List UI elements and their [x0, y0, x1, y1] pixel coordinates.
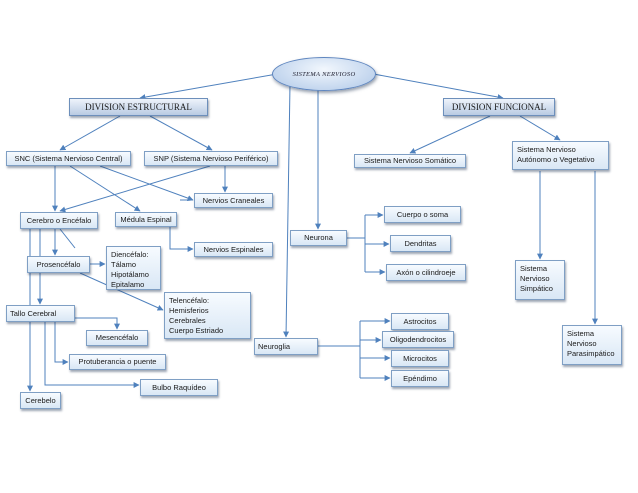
- somatico-label: Sistema Nervioso Somático: [363, 156, 457, 165]
- simpatico-label: Sistema Nervioso Simpático: [520, 264, 553, 293]
- root-label: SISTEMA NERVIOSO: [292, 70, 356, 78]
- node-diencefalo[interactable]: Diencéfalo: Tálamo Hipotálamo Epitalamo: [106, 246, 161, 290]
- cerebelo-label: Cerebelo: [25, 395, 56, 405]
- protuberancia-label: Protuberancia o puente: [78, 357, 157, 366]
- medula-label: Médula Espinal: [120, 214, 172, 224]
- node-parasimpatico[interactable]: Sistema Nervioso Parasimpático: [562, 325, 622, 365]
- astrocitos-label: Astrocitos: [403, 316, 437, 326]
- snp-label: SNP (Sistema Nervioso Periférico): [153, 153, 269, 163]
- node-medula[interactable]: Médula Espinal: [115, 212, 177, 227]
- connector-line: [59, 228, 76, 249]
- connector-line: [54, 322, 69, 365]
- mesencefalo-label: Mesencéfalo: [95, 333, 139, 342]
- node-cerebro[interactable]: Cerebro o Encéfalo: [20, 212, 98, 229]
- connector-line: [59, 115, 121, 151]
- node-astrocitos[interactable]: Astrocitos: [391, 313, 449, 330]
- node-tallo-cerebral[interactable]: Tallo Cerebral: [6, 305, 75, 322]
- bulbo-label: Bulbo Raquídeo: [152, 382, 206, 392]
- connector-line: [149, 115, 213, 151]
- node-neuroglia[interactable]: Neuroglia: [254, 338, 318, 355]
- node-microcitos[interactable]: Microcitos: [391, 350, 449, 367]
- node-snc[interactable]: SNC (Sistema Nervioso Central): [6, 151, 131, 166]
- node-prosencefalo[interactable]: Prosencéfalo: [27, 256, 90, 273]
- dendritas-label: Dendritas: [404, 238, 437, 248]
- node-axon[interactable]: Axón o cilindroeje: [386, 264, 466, 281]
- node-snp[interactable]: SNP (Sistema Nervioso Periférico): [144, 151, 278, 166]
- connector-line: [99, 165, 194, 201]
- ependimo-label: Epéndimo: [403, 373, 437, 383]
- craneales-label: Nervios Craneales: [202, 195, 265, 205]
- node-cerebelo[interactable]: Cerebelo: [20, 392, 61, 409]
- tallo-label: Tallo Cerebral: [10, 308, 57, 318]
- oligodendrocitos-label: Oligodendrocitos: [389, 334, 447, 344]
- connector-line: [283, 83, 291, 338]
- snc-label: SNC (Sistema Nervioso Central): [14, 153, 123, 163]
- node-bulbo[interactable]: Bulbo Raquídeo: [140, 379, 218, 396]
- node-mesencefalo[interactable]: Mesencéfalo: [86, 330, 148, 346]
- node-simpatico[interactable]: Sistema Nervioso Simpático: [515, 260, 565, 300]
- connector-line: [59, 165, 211, 213]
- connector-line: [519, 115, 561, 141]
- connector-line: [409, 115, 491, 154]
- node-somatico[interactable]: Sistema Nervioso Somático: [354, 154, 466, 168]
- neurona-label: Neurona: [304, 233, 333, 242]
- node-neurona[interactable]: Neurona: [290, 230, 347, 246]
- root-node-sistema-nervioso[interactable]: SISTEMA NERVIOSO: [272, 57, 376, 91]
- telencefalo-label: Telencéfalo: Hemisferios Cerebrales Cuer…: [169, 296, 224, 335]
- node-dendritas[interactable]: Dendritas: [390, 235, 451, 252]
- node-protuberancia[interactable]: Protuberancia o puente: [69, 354, 166, 370]
- parasimpatico-label: Sistema Nervioso Parasimpático: [567, 329, 615, 358]
- node-oligodendrocitos[interactable]: Oligodendrocitos: [382, 331, 454, 348]
- autonomo-label: Sistema Nervioso Autónomo o Vegetativo: [517, 145, 595, 164]
- node-ependimo[interactable]: Epéndimo: [391, 370, 449, 387]
- node-nervios-espinales[interactable]: Nervios Espinales: [194, 242, 273, 257]
- microcitos-label: Microcitos: [403, 353, 437, 363]
- header-division-funcional[interactable]: DIVISION FUNCIONAL: [443, 98, 555, 116]
- axon-label: Axón o cilindroeje: [396, 267, 456, 277]
- connector-line: [69, 165, 141, 212]
- diencefalo-label: Diencéfalo: Tálamo Hipotálamo Epitalamo: [111, 250, 149, 289]
- cerebro-label: Cerebro o Encéfalo: [26, 215, 92, 225]
- espinales-label: Nervios Espinales: [203, 244, 264, 254]
- cuerpo-label: Cuerpo o soma: [396, 209, 449, 219]
- connector-line: [75, 317, 120, 330]
- prosencefalo-label: Prosencéfalo: [36, 259, 81, 269]
- funcional-label: DIVISION FUNCIONAL: [451, 102, 547, 112]
- neuroglia-label: Neuroglia: [258, 341, 291, 351]
- node-nervios-craneales[interactable]: Nervios Craneales: [194, 193, 273, 208]
- node-cuerpo-soma[interactable]: Cuerpo o soma: [384, 206, 461, 223]
- node-telencefalo[interactable]: Telencéfalo: Hemisferios Cerebrales Cuer…: [164, 292, 251, 339]
- connector-line: [169, 227, 194, 252]
- header-division-estructural[interactable]: DIVISION ESTRUCTURAL: [69, 98, 208, 116]
- estructural-label: DIVISION ESTRUCTURAL: [85, 102, 192, 112]
- node-autonomo[interactable]: Sistema Nervioso Autónomo o Vegetativo: [512, 141, 609, 170]
